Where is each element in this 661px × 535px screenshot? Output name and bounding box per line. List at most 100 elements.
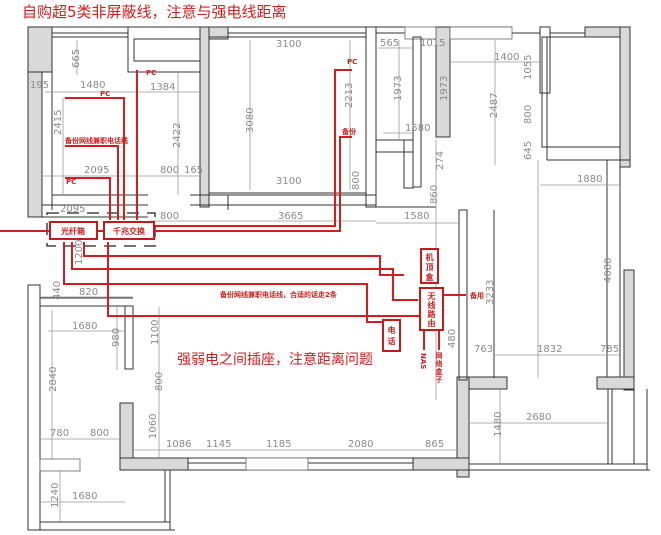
- dim-label: 2487: [489, 93, 500, 118]
- wall-segment: [199, 26, 210, 208]
- dim-label: 800: [160, 165, 179, 176]
- dim-label: 1384: [150, 82, 175, 93]
- wall-segment: [619, 26, 631, 168]
- dim-label: 1055: [523, 55, 534, 80]
- dim-label: 800: [523, 105, 534, 124]
- dim-label: 800: [351, 171, 362, 190]
- spare-label: 备用: [469, 291, 484, 300]
- dim-label: 860: [429, 185, 440, 204]
- dim-label: 780: [50, 428, 69, 439]
- network-box-char: 盒: [435, 367, 444, 376]
- devices: 光纤箱 千兆交换 机 顶 盒 无 线 路 由 电 话 NAS 网 络 盒 子: [49, 221, 444, 384]
- dim-label: 1240: [50, 483, 61, 508]
- wire-backup-phone: [65, 145, 119, 220]
- network-box-char: 子: [436, 376, 443, 384]
- dim-label: 1400: [494, 52, 519, 63]
- pc-label: PC: [100, 90, 110, 98]
- dim-label: 2213: [344, 83, 355, 108]
- backup-phone-label: 备份网线兼职电话线: [64, 136, 128, 145]
- fiber-box: [49, 221, 98, 240]
- dim-label: 1580: [404, 211, 429, 222]
- wall-segment: [623, 269, 635, 391]
- gigabit-switch-label: 千兆交换: [113, 226, 146, 236]
- phone: [382, 319, 401, 352]
- nas-label: NAS: [419, 353, 427, 369]
- page-title: 自购超5类非屏蔽线，注意与强电线距离: [22, 3, 287, 21]
- wall-segment: [27, 26, 53, 73]
- dim-label: 980: [111, 328, 122, 347]
- phone-char: 话: [388, 336, 396, 346]
- network-box-char: 络: [436, 359, 443, 368]
- wire-to-router-2: [107, 242, 420, 317]
- network-box-char: 网: [436, 352, 443, 360]
- dim-label: 2415: [53, 110, 64, 135]
- dim-label: 1680: [72, 491, 97, 502]
- dim-label: 3233: [485, 280, 496, 305]
- dimension-labels: 665 195 1480 1384 2415 2422 2095 800 165…: [30, 38, 619, 508]
- wiring-labels: PC PC PC PC 备份 备份网线兼职电话线 备份网线兼职电话线，合适的话走…: [64, 58, 484, 300]
- dim-label: 1480: [80, 80, 105, 91]
- dim-label: 865: [425, 439, 444, 450]
- dim-label: 1145: [206, 439, 231, 450]
- dim-label: 165: [184, 165, 203, 176]
- pc-label: PC: [347, 58, 357, 66]
- distance-note: 强弱电之间插座，注意距离问题: [177, 351, 373, 368]
- wall-segment: [27, 71, 43, 218]
- dim-label: 480: [447, 329, 458, 348]
- dim-label: 1832: [537, 344, 562, 355]
- wall-segment: [456, 376, 470, 478]
- phone-char: 电: [388, 325, 396, 335]
- dim-label: 195: [30, 80, 49, 91]
- dim-label: 820: [79, 287, 98, 298]
- wireless-router: [419, 287, 444, 331]
- dim-label: 1880: [577, 174, 602, 185]
- dim-label: 1973: [439, 76, 450, 101]
- network-wiring: [0, 69, 466, 350]
- dim-label: 1580: [405, 123, 430, 134]
- set-top-box-char: 顶: [426, 263, 434, 272]
- dim-label: 1100: [150, 320, 161, 345]
- dim-label: 565: [380, 38, 399, 49]
- wall-segment: [596, 376, 635, 390]
- wire-to-phone: [63, 242, 383, 323]
- dim-label: 274: [435, 151, 446, 170]
- dim-label: 785: [600, 344, 619, 355]
- walls: [27, 26, 635, 478]
- set-top-box: [420, 248, 439, 284]
- dim-label: 3100: [276, 176, 301, 187]
- gigabit-switch: [103, 221, 155, 240]
- dim-label: 2840: [48, 367, 59, 392]
- dim-label: 800: [154, 372, 165, 391]
- dim-label: 3080: [245, 108, 256, 133]
- wire-to-backup-right: [155, 136, 352, 232]
- dim-label: 3100: [276, 39, 301, 50]
- room-outlines: [27, 26, 650, 531]
- wall-segment: [435, 26, 451, 138]
- backup-line-note: 备份网线兼职电话线，合适的话走2条: [219, 290, 338, 299]
- dim-label: 2095: [60, 204, 85, 215]
- dim-label: 665: [71, 49, 82, 68]
- dim-label: 645: [523, 141, 534, 160]
- pc-label: PC: [66, 178, 76, 186]
- dim-label: 1680: [72, 321, 97, 332]
- dim-label: 2680: [526, 412, 551, 423]
- dim-label: 2095: [84, 165, 109, 176]
- dim-label: 763: [474, 344, 493, 355]
- dim-label: 800: [160, 211, 179, 222]
- dim-label: 1060: [148, 414, 159, 439]
- dim-label: 1200: [74, 240, 85, 265]
- wireless-router-char: 由: [428, 318, 436, 328]
- wire-to-pc-right: [155, 69, 352, 227]
- dim-label: 2422: [172, 123, 183, 148]
- dim-label: 440: [52, 281, 63, 300]
- wireless-router-char: 线: [428, 300, 436, 310]
- dim-label: 1086: [166, 439, 191, 450]
- dim-label: 1480: [493, 412, 504, 437]
- wall-segment: [412, 457, 470, 471]
- dim-label: 1015: [420, 38, 445, 49]
- wireless-router-char: 路: [428, 309, 437, 319]
- fiber-box-label: 光纤箱: [60, 226, 85, 236]
- wall-segment: [119, 457, 189, 471]
- dim-label: 1185: [266, 439, 291, 450]
